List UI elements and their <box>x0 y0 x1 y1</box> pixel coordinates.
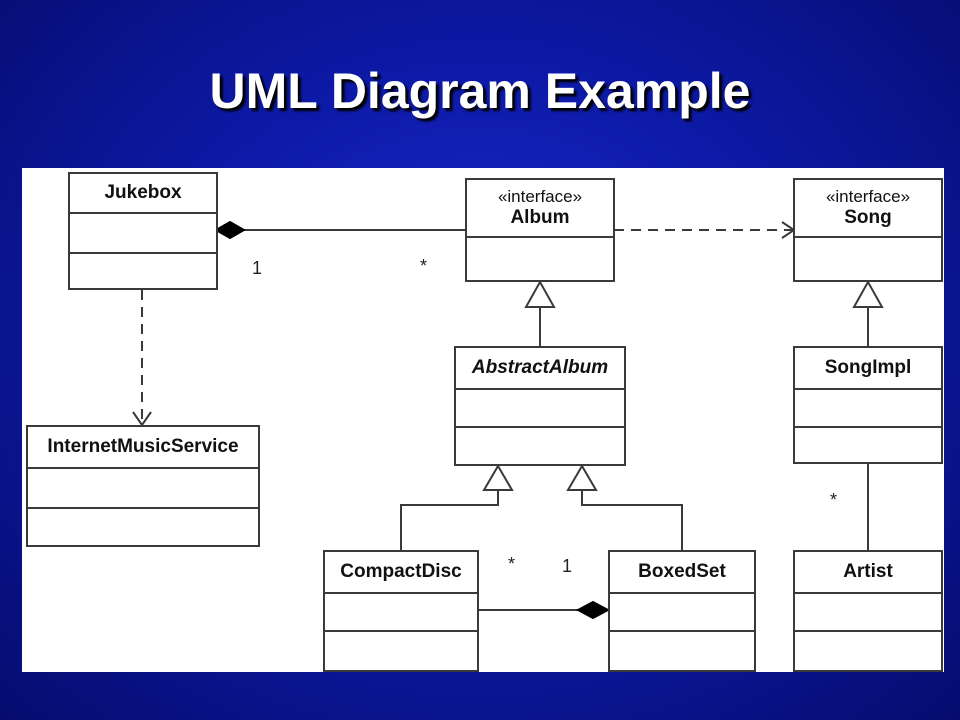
stereotype-label: «interface» <box>497 187 583 206</box>
class-name: InternetMusicService <box>47 436 239 457</box>
diagram-canvas: Jukebox «interface» Album «interface» So… <box>22 168 944 672</box>
attributes-section <box>610 594 754 632</box>
generalization-triangle-icon <box>852 279 884 308</box>
stereotype-label: «interface» <box>825 187 911 206</box>
class-name: BoxedSet <box>638 561 726 582</box>
attributes-section <box>28 469 258 509</box>
operations-section <box>610 632 754 670</box>
multiplicity-label: 1 <box>562 556 573 576</box>
boxedset-abstractalbum-generalization-line <box>581 490 683 550</box>
operations-section <box>795 632 941 670</box>
class-name: SongImpl <box>824 357 912 378</box>
class-name: CompactDisc <box>340 561 462 582</box>
attributes-section <box>70 214 216 254</box>
attributes-section <box>795 238 941 280</box>
class-song-impl[interactable]: SongImpl <box>793 346 943 464</box>
class-artist[interactable]: Artist <box>793 550 943 672</box>
class-name: Jukebox <box>104 182 182 203</box>
class-boxed-set[interactable]: BoxedSet <box>608 550 756 672</box>
operations-section <box>70 254 216 288</box>
attributes-section <box>325 594 477 632</box>
class-jukebox[interactable]: Jukebox <box>68 172 218 290</box>
generalization-triangle-icon <box>524 279 556 308</box>
class-name: Album <box>510 207 570 228</box>
multiplicity-label: * <box>830 490 838 510</box>
operations-section <box>795 428 941 462</box>
class-name: AbstractAlbum <box>471 357 609 378</box>
class-song[interactable]: «interface» Song <box>793 178 943 282</box>
class-name: Artist <box>843 561 893 582</box>
attributes-section <box>795 390 941 428</box>
class-name: Song <box>844 207 892 228</box>
composition-diamond-icon <box>213 220 247 240</box>
operations-section <box>456 428 624 464</box>
composition-diamond-icon <box>575 600 611 620</box>
multiplicity-label: * <box>420 256 428 276</box>
generalization-triangle-icon <box>566 464 598 491</box>
attributes-section <box>467 238 613 280</box>
operations-section <box>28 509 258 545</box>
generalization-triangle-icon <box>482 464 514 491</box>
multiplicity-label: 1 <box>252 258 263 278</box>
class-internet-music-service[interactable]: InternetMusicService <box>26 425 260 547</box>
operations-section <box>325 632 477 670</box>
class-abstract-album[interactable]: AbstractAlbum <box>454 346 626 466</box>
slide-title: UML Diagram Example <box>209 63 751 119</box>
class-compact-disc[interactable]: CompactDisc <box>323 550 479 672</box>
class-album[interactable]: «interface» Album <box>465 178 615 282</box>
compactdisc-abstractalbum-generalization-line <box>400 490 499 550</box>
multiplicity-label: * <box>508 554 516 574</box>
attributes-section <box>456 390 624 428</box>
attributes-section <box>795 594 941 632</box>
